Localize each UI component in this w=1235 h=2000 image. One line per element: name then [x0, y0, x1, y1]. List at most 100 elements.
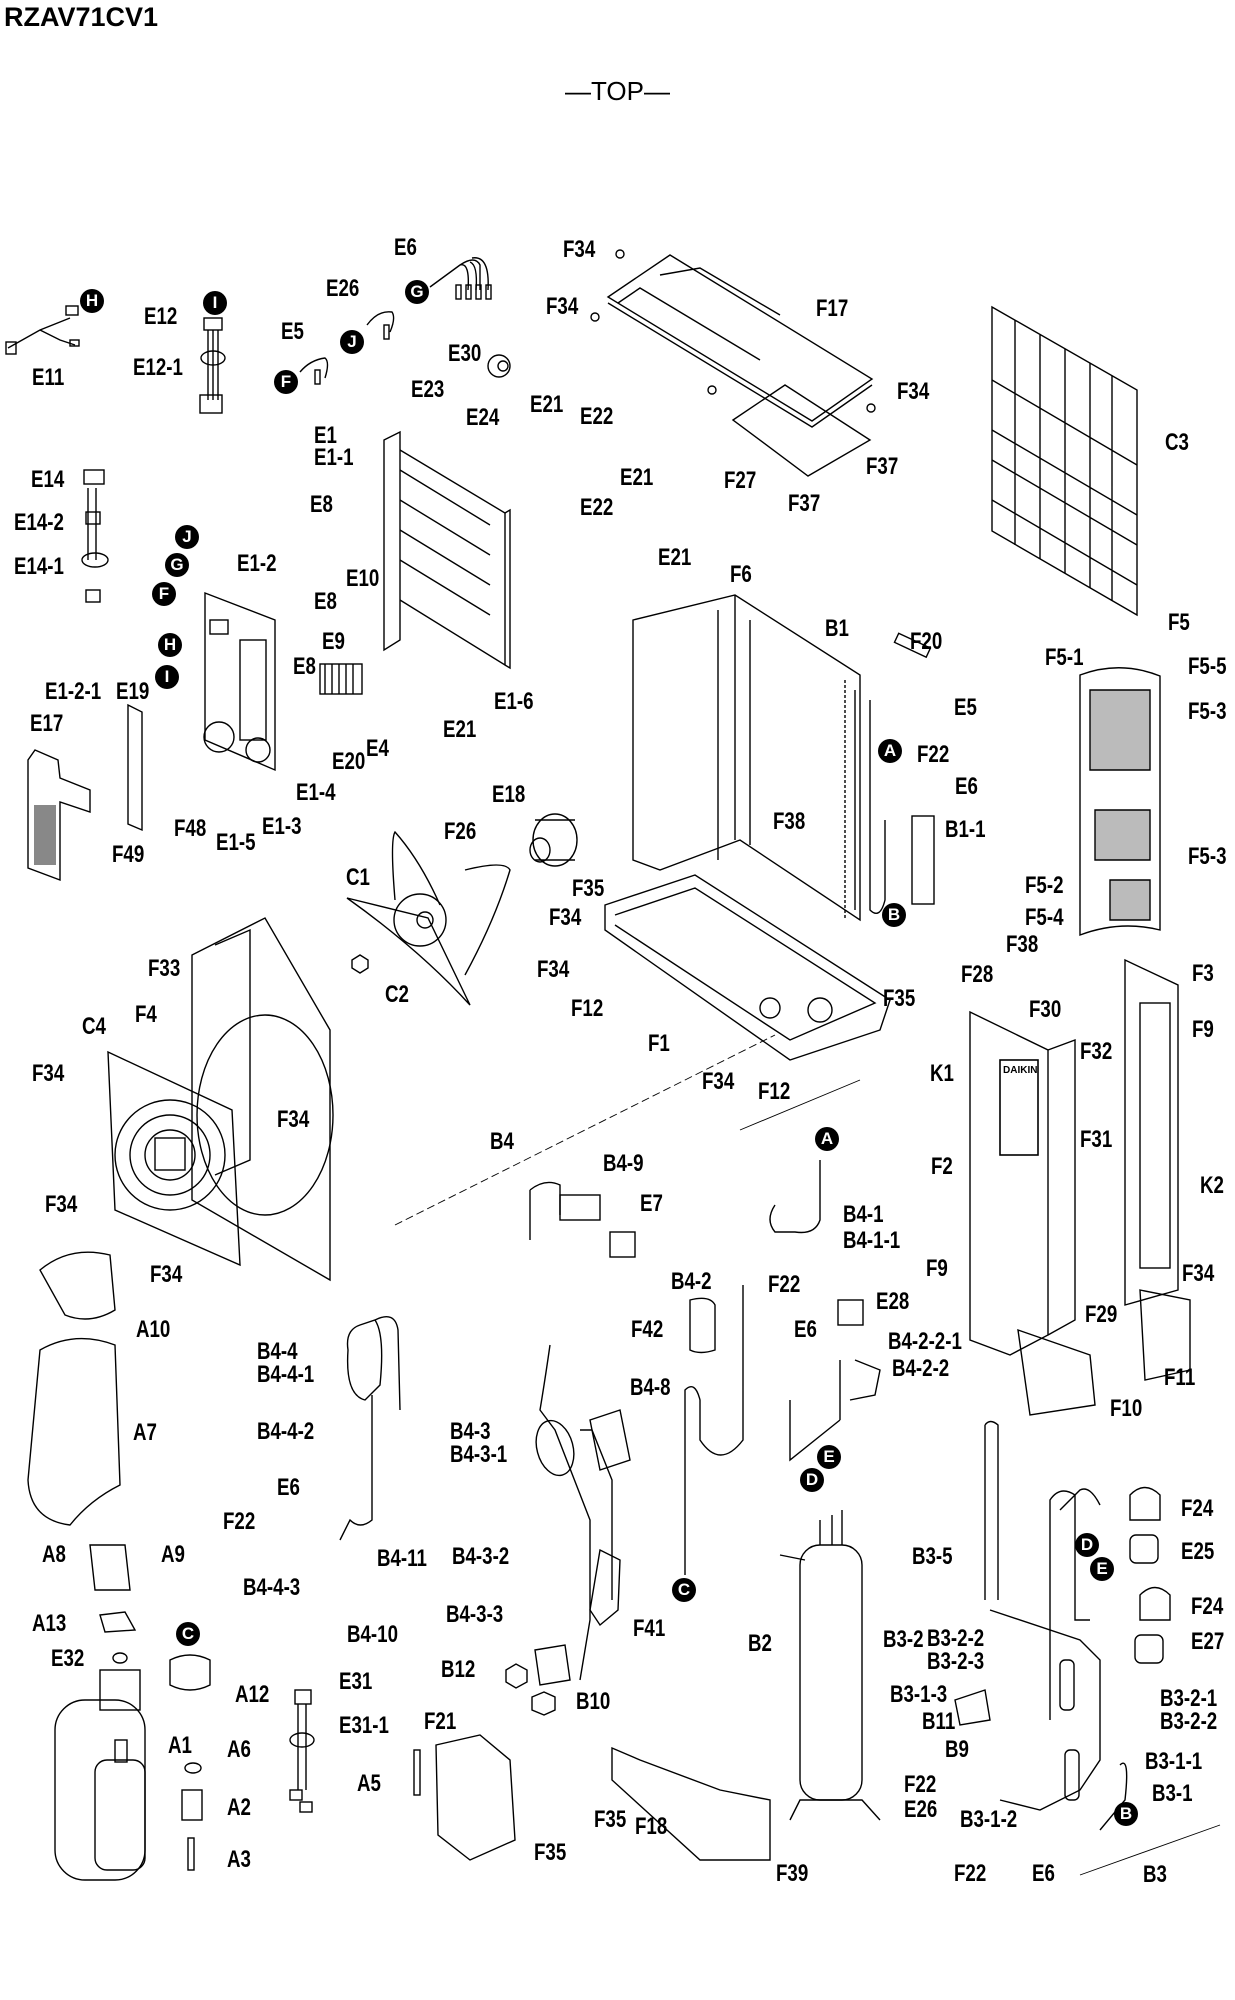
part-label: A6: [227, 1736, 251, 1763]
part-a6-washer: [184, 1762, 202, 1774]
part-a3-bolt: [187, 1837, 195, 1871]
part-label: E10: [346, 565, 380, 592]
part-b4-piping-assembly: [529, 1181, 636, 1681]
part-label: E1-5: [216, 829, 256, 856]
part-label: F48: [174, 815, 207, 842]
connection-marker: G: [165, 553, 189, 577]
part-e6-thermistor: [429, 257, 492, 300]
part-e17-hatch: [34, 805, 56, 865]
part-b4-4-receiver: [339, 1316, 401, 1541]
part-label: B4-2: [671, 1268, 712, 1295]
part-label: F12: [758, 1078, 791, 1105]
part-label: B4-11: [377, 1545, 427, 1572]
part-label: F35: [534, 1839, 567, 1866]
part-label: B4-4-2: [257, 1418, 315, 1445]
part-label: E1-2-1: [45, 678, 102, 705]
part-f17-top-plate: [606, 254, 874, 428]
part-label: B4-4: [257, 1338, 298, 1365]
part-e31-wiring: [289, 1689, 315, 1813]
part-label: B1: [825, 615, 849, 642]
part-label: E8: [293, 653, 316, 680]
part-label: F38: [773, 808, 806, 835]
part-label: C3: [1165, 429, 1189, 456]
part-f2-front-panel-right: DAIKIN: [969, 1010, 1076, 1356]
part-label: F22: [904, 1771, 937, 1798]
part-label: B10: [576, 1688, 611, 1715]
part-label: E14-2: [14, 509, 64, 536]
part-label: F29: [1085, 1301, 1118, 1328]
part-f20-bracket: [893, 632, 932, 659]
screw-icon: [590, 312, 600, 322]
part-label: F22: [768, 1271, 801, 1298]
part-label: F34: [546, 293, 579, 320]
part-label: B1-1: [945, 816, 986, 843]
part-label: E23: [411, 376, 445, 403]
part-label: B3-2-3: [927, 1648, 985, 1675]
part-label: E4: [366, 735, 389, 762]
part-b1-heat-exchanger: [632, 594, 886, 922]
part-label: B3-2-1: [1160, 1685, 1218, 1712]
part-label: A8: [42, 1541, 66, 1568]
part-label: F33: [148, 955, 181, 982]
part-b4-1-pipe: [769, 1160, 821, 1234]
part-a2-cushion: [181, 1789, 203, 1821]
part-label: B3-1-2: [960, 1806, 1018, 1833]
part-label: E1-3: [262, 813, 302, 840]
connection-marker: C: [176, 1622, 200, 1646]
part-label: F38: [1006, 931, 1039, 958]
part-label: E6: [277, 1474, 300, 1501]
part-label: F34: [563, 236, 596, 263]
part-f21-bracket: [435, 1734, 516, 1861]
part-a5-bolt: [413, 1749, 421, 1796]
part-label: E21: [658, 544, 692, 571]
part-f10-bracket: [1017, 1328, 1096, 1416]
part-a12-damper: [169, 1654, 211, 1691]
part-label: B3-1-1: [1145, 1748, 1203, 1775]
part-label: E18: [492, 781, 526, 808]
part-label: F5-5: [1188, 653, 1227, 680]
part-label: B9: [945, 1736, 969, 1763]
part-e27-coil: [1134, 1634, 1164, 1664]
part-e32-grommet: [112, 1652, 128, 1664]
part-label: B11: [922, 1708, 956, 1735]
part-label: F34: [537, 956, 570, 983]
part-label: E6: [394, 234, 417, 261]
part-label: F5-3: [1188, 698, 1227, 725]
part-f41-insulation: [589, 1548, 621, 1627]
part-f4-front-panel: [191, 917, 334, 1282]
part-label: E21: [530, 391, 564, 418]
part-label: F17: [816, 295, 849, 322]
connection-marker: A: [878, 739, 902, 763]
part-label: K1: [930, 1060, 954, 1087]
part-label: E25: [1181, 1538, 1215, 1565]
part-f5-side-panel: [1079, 667, 1161, 937]
part-label: B12: [441, 1656, 476, 1683]
connection-marker: B: [1114, 1802, 1138, 1826]
part-label: A13: [32, 1610, 67, 1637]
part-label: F41: [633, 1615, 666, 1642]
part-label: B3-2-2: [1160, 1708, 1218, 1735]
part-label: F6: [730, 561, 752, 588]
part-label: F34: [1182, 1260, 1215, 1287]
part-label: E12-1: [133, 354, 183, 381]
part-label: F9: [926, 1255, 948, 1282]
part-label: A7: [133, 1419, 157, 1446]
part-e1-2-pcb: [203, 591, 276, 772]
part-label: F34: [702, 1068, 735, 1095]
part-label: F31: [1080, 1126, 1113, 1153]
part-label: B3-2-2: [927, 1625, 985, 1652]
part-label: A2: [227, 1794, 251, 1821]
part-label: E32: [51, 1645, 85, 1672]
connection-marker: J: [175, 525, 199, 549]
part-label: F42: [631, 1316, 664, 1343]
part-label: B4: [490, 1128, 514, 1155]
connection-marker: G: [405, 280, 429, 304]
part-b4-2-2-valve: [789, 1359, 881, 1462]
part-label: F32: [1080, 1038, 1113, 1065]
part-label: E1-4: [296, 779, 336, 806]
view-orientation-label: —TOP—: [565, 76, 670, 106]
part-e12-connector: [199, 317, 226, 414]
screw-icon: [866, 403, 876, 413]
part-e26-wire: [366, 311, 395, 333]
